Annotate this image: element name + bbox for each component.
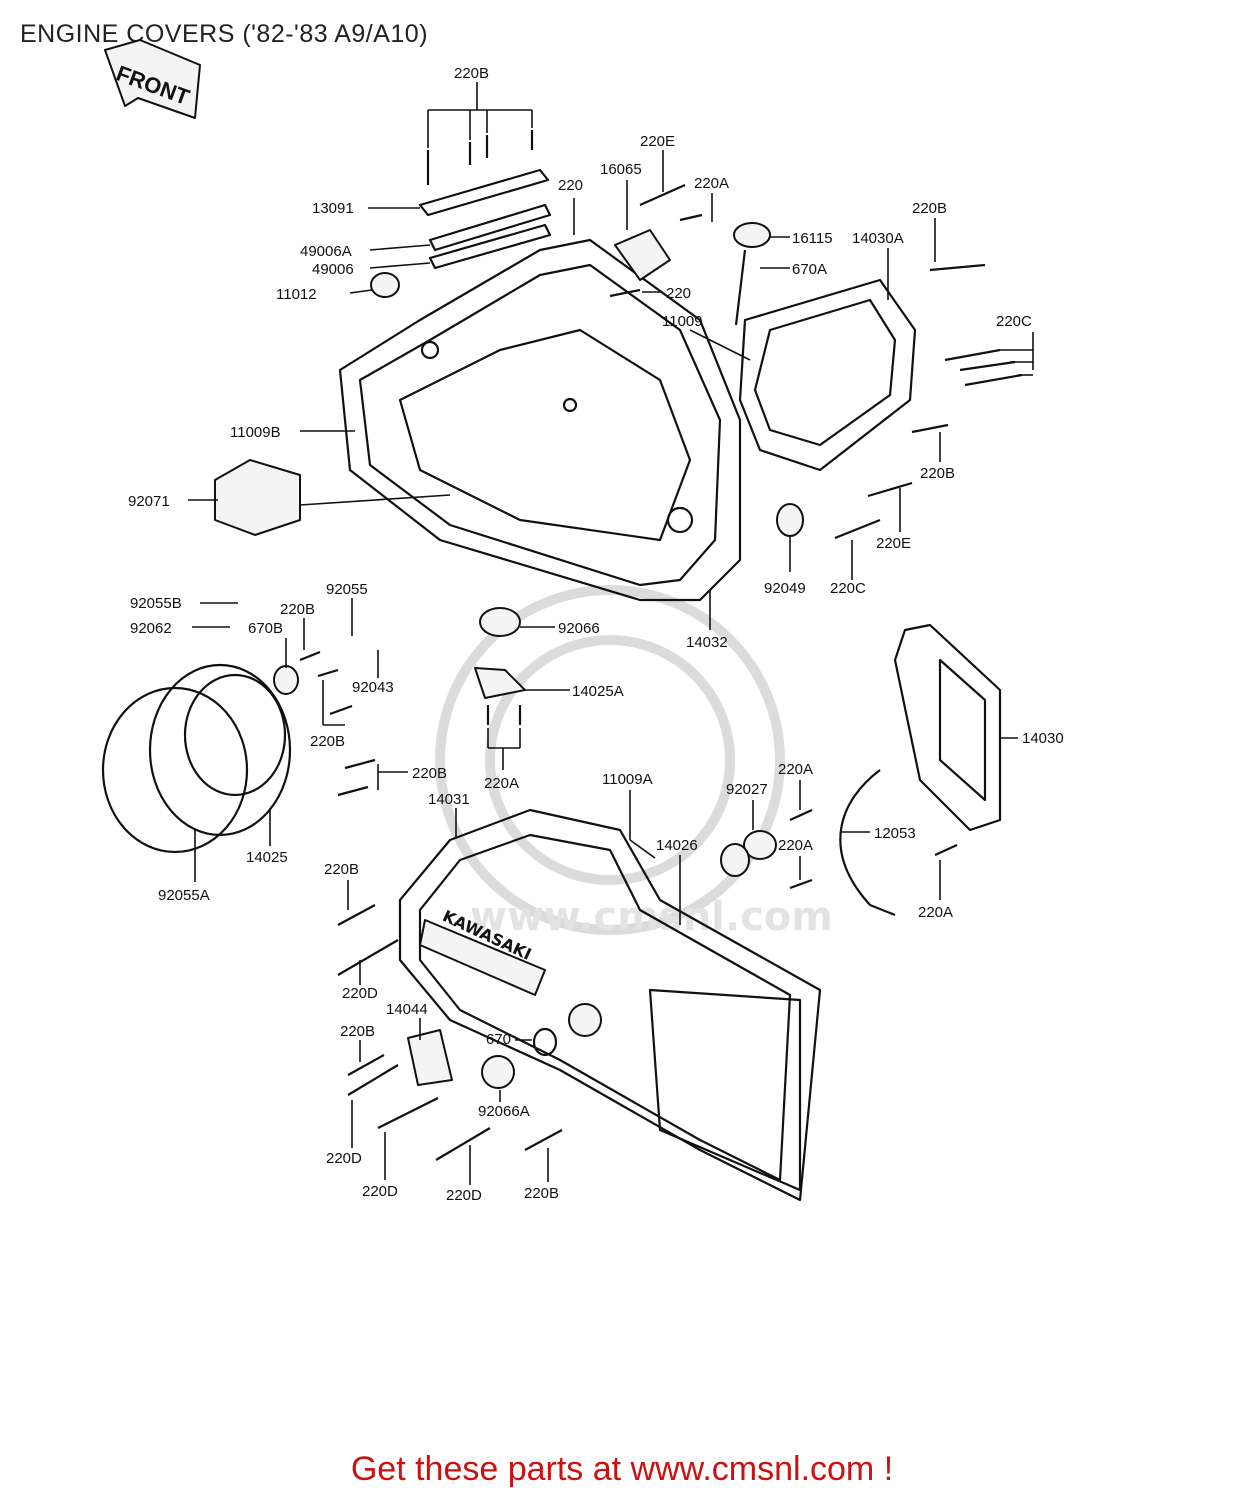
diagram-title: ENGINE COVERS ('82-'83 A9/A10) (20, 20, 429, 48)
plate-16065 (614, 229, 671, 281)
label-14030A: 14030A (852, 230, 904, 247)
label-16115: 16115 (792, 230, 833, 247)
label-220D-4: 220D (446, 1187, 482, 1204)
label-220B-lower2: 220B (340, 1023, 375, 1040)
label-220B-left2: 220B (310, 733, 345, 750)
label-220B-bottom: 220B (524, 1185, 559, 1202)
label-14044: 14044 (386, 1001, 428, 1018)
label-220D-3: 220D (362, 1183, 398, 1200)
label-92055: 92055 (326, 581, 368, 598)
front-arrow: FRONT (104, 39, 201, 119)
label-92049: 92049 (764, 580, 806, 597)
label-220B-top: 220B (454, 65, 489, 82)
label-220C-right: 220C (996, 313, 1032, 330)
mount-92027 (720, 830, 777, 877)
label-220A-r2: 220A (778, 837, 813, 854)
label-16065: 16065 (600, 161, 642, 178)
label-92027: 92027 (726, 781, 768, 798)
label-220E-right: 220E (876, 535, 911, 552)
label-220A-mid: 220A (484, 775, 519, 792)
label-92071: 92071 (128, 493, 170, 510)
top-gaskets (370, 168, 552, 298)
label-49006: 49006 (312, 261, 354, 278)
arm-12053 (839, 769, 896, 917)
left-cover-14025 (101, 663, 299, 854)
label-92062: 92062 (130, 620, 172, 637)
label-14025: 14025 (246, 849, 288, 866)
seal-92049 (776, 503, 804, 537)
right-cover-14030A (738, 278, 917, 472)
seal-92066 (479, 607, 521, 637)
label-11009B: 11009B (230, 424, 281, 441)
label-220-b: 220 (666, 285, 691, 302)
label-220D-2: 220D (326, 1150, 362, 1167)
label-14026: 14026 (656, 837, 698, 854)
bracket-14025A (474, 667, 526, 699)
label-92055A: 92055A (158, 887, 210, 904)
plug-92066A (481, 1055, 515, 1089)
cover-14030 (893, 623, 1002, 832)
label-220E-top: 220E (640, 133, 675, 150)
exploded-parts-diagram: www.cmsnl.com FRONT (101, 39, 1064, 1204)
label-670A: 670A (792, 261, 827, 278)
label-220A-r1: 220A (778, 761, 813, 778)
label-220C-low: 220C (830, 580, 866, 597)
footer-link[interactable]: Get these parts at www.cmsnl.com ! (350, 1450, 894, 1488)
lower-cover-14031: KAWASAKI (398, 808, 822, 1202)
label-92043: 92043 (352, 679, 394, 696)
leader-lines (188, 82, 1034, 1185)
oil-filler-cap (733, 222, 771, 326)
label-92066: 92066 (558, 620, 600, 637)
watermark-logo: www.cmsnl.com (435, 585, 833, 940)
part-92071 (214, 459, 451, 536)
bolts (299, 130, 1023, 1161)
label-220A-r3: 220A (918, 904, 953, 921)
oring-670 (532, 1027, 558, 1057)
label-220B-left3: 220B (412, 765, 447, 782)
label-670B: 670B (248, 620, 283, 637)
label-11009: 11009 (662, 313, 703, 330)
label-14025A: 14025A (572, 683, 624, 700)
label-220D-1: 220D (342, 985, 378, 1002)
bracket-14044 (407, 1029, 453, 1086)
label-220B-right: 220B (912, 200, 947, 217)
label-12053: 12053 (874, 825, 916, 842)
label-11012: 11012 (276, 286, 317, 303)
crankcase-cover (338, 238, 742, 602)
part-labels: 220B 13091 49006A 49006 11012 220 220E 1… (128, 65, 1064, 1204)
label-220B-lower: 220B (324, 861, 359, 878)
label-220A-top: 220A (694, 175, 729, 192)
label-49006A: 49006A (300, 243, 352, 260)
label-220B-mid-right: 220B (920, 465, 955, 482)
label-220-a: 220 (558, 177, 583, 194)
label-92066A: 92066A (478, 1103, 530, 1120)
label-14030: 14030 (1022, 730, 1064, 747)
label-220B-left: 220B (280, 601, 315, 618)
label-13091: 13091 (312, 200, 354, 217)
label-92055B: 92055B (130, 595, 182, 612)
label-14032: 14032 (686, 634, 728, 651)
label-11009A: 11009A (602, 771, 653, 788)
label-14031: 14031 (428, 791, 470, 808)
label-670: 670 (486, 1031, 511, 1048)
